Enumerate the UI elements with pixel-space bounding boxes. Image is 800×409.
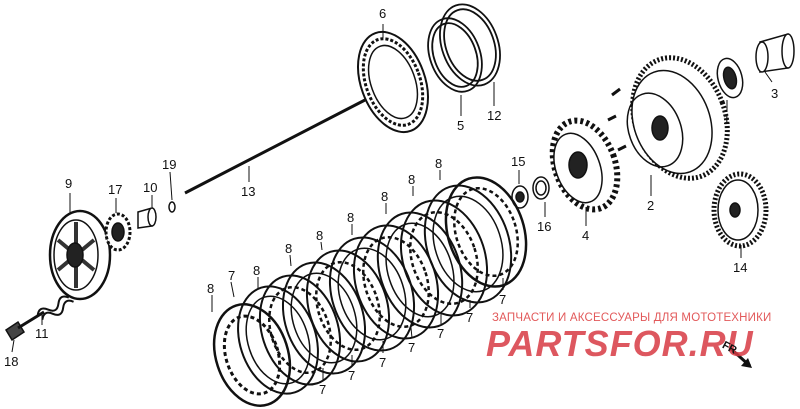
watermark-tagline: ЗАПЧАСТИ И АКСЕССУАРЫ ДЛЯ МОТОТЕХНИКИ: [492, 312, 772, 324]
part-16-washer: [532, 176, 550, 200]
label-7: 7: [408, 340, 415, 355]
label-14: 14: [733, 260, 747, 275]
part-2-clutch-outer: [607, 55, 730, 181]
label-17: 17: [108, 182, 122, 197]
part-number-labels: 6 12 5 3 1 2 15 4 16 14 13 19 9 17 10 18…: [4, 6, 778, 397]
part-5-ring: [427, 17, 483, 93]
part-15-nut: [511, 185, 529, 209]
label-1: 1: [723, 112, 730, 127]
label-7: 7: [466, 310, 473, 325]
label-7: 7: [437, 326, 444, 341]
label-16: 16: [537, 219, 551, 234]
label-13: 13: [241, 184, 255, 199]
label-10: 10: [143, 180, 157, 195]
label-7: 7: [348, 368, 355, 383]
label-8: 8: [435, 156, 442, 171]
part-4-clutch-center: [549, 117, 621, 213]
clutch-plate-stack: [212, 176, 528, 407]
label-8: 8: [408, 172, 415, 187]
label-8: 8: [285, 241, 292, 256]
watermark-brand: PARTSFOR.RU: [486, 323, 754, 364]
part-19-pin: [168, 201, 176, 213]
part-10-lifter: [137, 207, 157, 229]
part-3-collar: [755, 33, 795, 73]
label-7: 7: [319, 382, 326, 397]
label-4: 4: [582, 228, 589, 243]
label-3: 3: [771, 86, 778, 101]
part-11-spring: [36, 295, 74, 320]
label-8: 8: [207, 281, 214, 296]
label-6: 6: [379, 6, 386, 21]
label-11: 11: [35, 326, 49, 341]
label-12: 12: [487, 108, 501, 123]
part-18-bolt: [4, 310, 45, 342]
part-9-pressure-plate: [48, 209, 112, 301]
part-6-friction-ring: [357, 30, 429, 134]
label-5: 5: [457, 118, 464, 133]
plate-leader-lines: [211, 170, 504, 380]
part-13-push-rod: [184, 98, 366, 195]
label-8: 8: [347, 210, 354, 225]
label-8: 8: [381, 189, 388, 204]
part-12-ring: [439, 3, 501, 87]
label-19: 19: [162, 157, 176, 172]
label-15: 15: [511, 154, 525, 169]
label-9: 9: [65, 176, 72, 191]
part-14-gear: [711, 171, 769, 249]
label-7: 7: [228, 268, 235, 283]
part-17-bearing: [104, 212, 132, 252]
label-2: 2: [647, 198, 654, 213]
label-7: 7: [499, 292, 506, 307]
label-8: 8: [253, 263, 260, 278]
label-7: 7: [379, 355, 386, 370]
part-1-bushing: [716, 57, 744, 99]
front-arrow-icon: [728, 346, 752, 368]
label-18: 18: [4, 354, 18, 369]
label-8: 8: [316, 228, 323, 243]
